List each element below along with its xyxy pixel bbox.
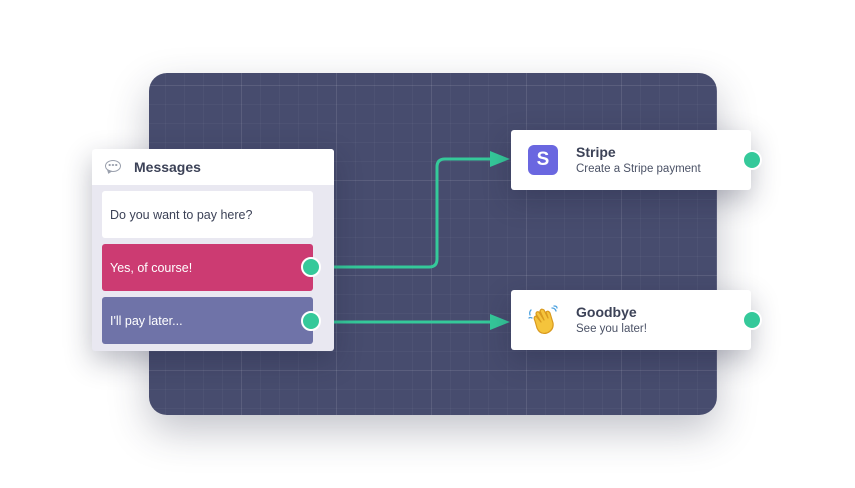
chat-bubble-icon xyxy=(104,159,122,175)
message-option-later-label: I'll pay later... xyxy=(110,313,183,328)
message-option-yes-label: Yes, of course! xyxy=(110,260,193,275)
messages-title: Messages xyxy=(134,159,201,175)
messages-card[interactable]: Messages Do you want to pay here? Yes, o… xyxy=(92,149,334,351)
stripe-node-subtitle: Create a Stripe payment xyxy=(576,163,701,175)
message-option-later[interactable]: I'll pay later... xyxy=(102,297,313,344)
goodbye-output-port[interactable] xyxy=(742,310,762,330)
stripe-node-title: Stripe xyxy=(576,144,616,160)
goodbye-node[interactable]: Goodbye See you later! xyxy=(511,290,762,350)
output-port-yes[interactable] xyxy=(301,257,321,277)
goodbye-node-subtitle: See you later! xyxy=(576,323,647,335)
stripe-logo-icon: S xyxy=(528,145,558,175)
stripe-node[interactable]: S Stripe Create a Stripe payment xyxy=(511,130,762,190)
message-option-yes[interactable]: Yes, of course! xyxy=(102,244,313,291)
message-question: Do you want to pay here? xyxy=(102,191,313,238)
output-port-later[interactable] xyxy=(301,311,321,331)
stripe-output-port[interactable] xyxy=(742,150,762,170)
goodbye-node-title: Goodbye xyxy=(576,304,637,320)
messages-header: Messages xyxy=(92,149,334,185)
waving-hand-icon xyxy=(528,305,558,335)
